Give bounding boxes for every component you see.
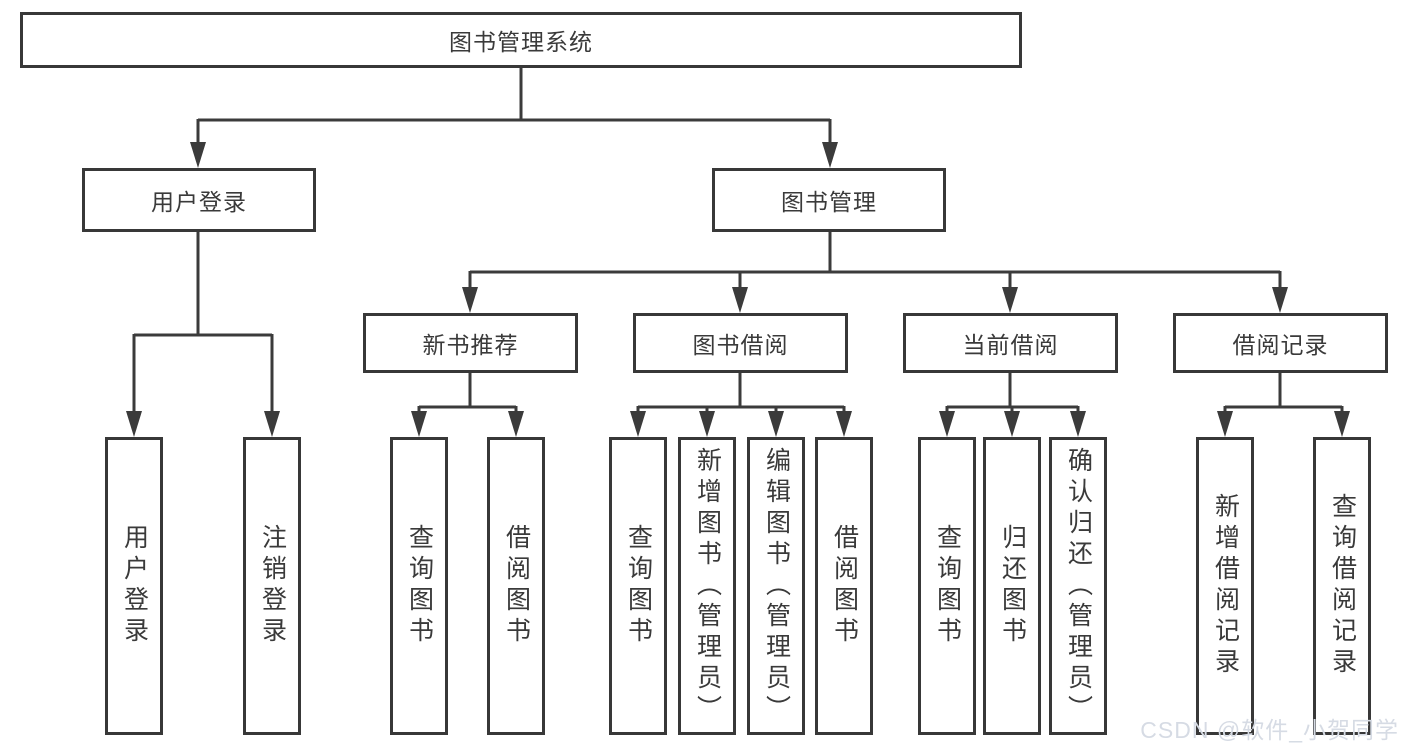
node-label: 新书推荐 xyxy=(422,332,519,358)
node-label: 注销登录 xyxy=(258,524,287,648)
leaf-add-borrow-record: 新增借阅记录 xyxy=(1196,437,1254,735)
leaf-query-borrow-record: 查询借阅记录 xyxy=(1313,437,1371,735)
node-label: 归还图书 xyxy=(998,524,1027,648)
node-new-book-recommend: 新书推荐 xyxy=(363,313,578,373)
arrowheads xyxy=(126,142,1350,437)
node-label: 查询图书 xyxy=(624,524,653,648)
node-library-management-system: 图书管理系统 xyxy=(20,12,1022,68)
leaf-borrow-books: 借阅图书 xyxy=(487,437,545,735)
node-borrowing-records: 借阅记录 xyxy=(1173,313,1388,373)
node-label: 编辑图书（管理员） xyxy=(762,446,791,726)
leaf-query-books: 查询图书 xyxy=(918,437,976,735)
node-label: 图书管理 xyxy=(781,189,877,215)
node-label: 借阅记录 xyxy=(1232,332,1329,358)
node-label: 借阅图书 xyxy=(830,524,859,648)
leaf-user-login: 用户登录 xyxy=(105,437,163,735)
leaf-logout: 注销登录 xyxy=(243,437,301,735)
leaf-query-books: 查询图书 xyxy=(609,437,667,735)
node-label: 新增图书（管理员） xyxy=(693,446,722,726)
node-label: 查询图书 xyxy=(405,524,434,648)
node-user-login: 用户登录 xyxy=(82,168,316,232)
leaf-return-books: 归还图书 xyxy=(983,437,1041,735)
node-label: 确认归还（管理员） xyxy=(1064,446,1093,726)
node-label: 用户登录 xyxy=(120,524,149,648)
node-label: 当前借阅 xyxy=(962,332,1059,358)
node-label: 借阅图书 xyxy=(502,524,531,648)
leaf-confirm-return-admin: 确认归还（管理员） xyxy=(1049,437,1107,735)
leaf-edit-book-admin: 编辑图书（管理员） xyxy=(747,437,805,735)
node-book-management: 图书管理 xyxy=(712,168,946,232)
leaf-borrow-books: 借阅图书 xyxy=(815,437,873,735)
leaf-add-book-admin: 新增图书（管理员） xyxy=(678,437,736,735)
watermark: CSDN @软件_小贺同学 xyxy=(1140,717,1399,743)
node-label: 查询借阅记录 xyxy=(1328,493,1357,679)
node-label: 图书借阅 xyxy=(692,332,789,358)
node-book-borrowing: 图书借阅 xyxy=(633,313,848,373)
leaf-query-books: 查询图书 xyxy=(390,437,448,735)
node-label: 用户登录 xyxy=(151,189,247,215)
node-current-borrowing: 当前借阅 xyxy=(903,313,1118,373)
node-label: 图书管理系统 xyxy=(449,29,593,55)
node-label: 查询图书 xyxy=(933,524,962,648)
node-label: 新增借阅记录 xyxy=(1211,493,1240,679)
